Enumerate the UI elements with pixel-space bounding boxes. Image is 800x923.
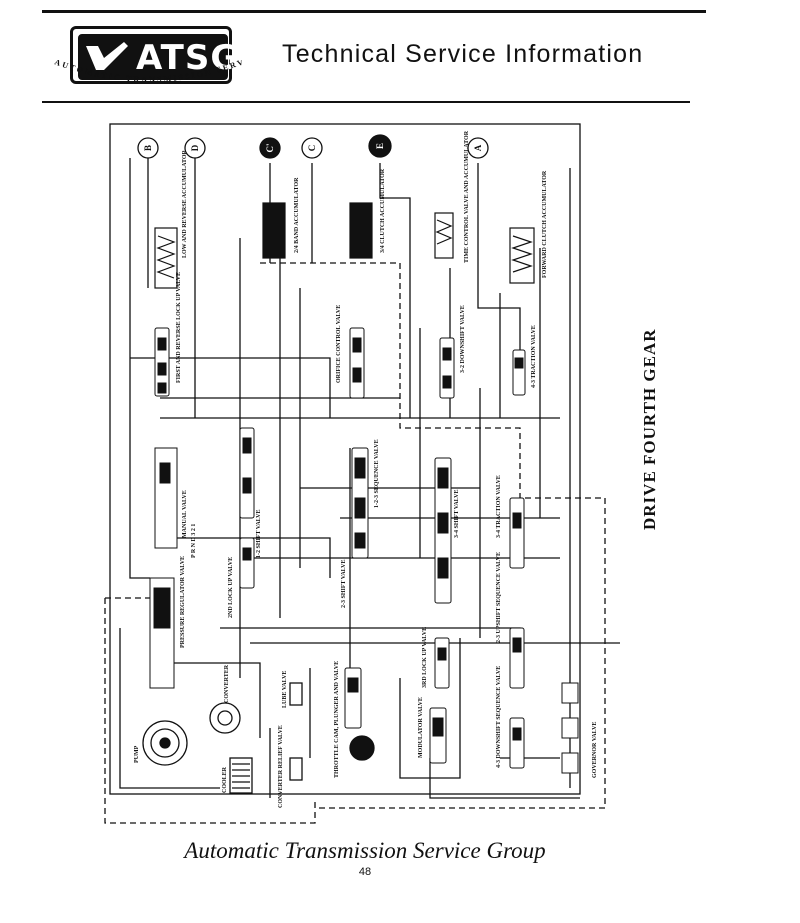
logo-tagline-arc: AUTOMATIC TRANSMISSION SERVICE GROUP [44,60,246,84]
diagram-side-title: DRIVE FOURTH GEAR [640,328,659,530]
downshift-32-valve [439,337,455,399]
clutch-34-accumulator-body [349,202,373,259]
label-lube-valve: LUBE VALVE [282,671,288,708]
header-top-rule [42,10,706,13]
label-governor-valve: GOVERNOR VALVE [592,722,598,778]
label-modulator-valve: MODULATOR VALVE [418,697,424,758]
lockup-3rd-valve [434,637,450,689]
label-shift-23-valve: 2-3 SHIFT VALVE [341,560,347,608]
svg-text:AUTOMATIC TRANSMISSION SERVICE: AUTOMATIC TRANSMISSION SERVICE GROUP [44,60,246,84]
checkmark-icon [86,42,128,70]
label-shift-34-valve: 3-4 SHIFT VALVE [454,490,460,538]
cooler-body [229,757,253,794]
logo-text: ATSG [136,38,240,78]
label-time-control-valve: TIME CONTROL VALVE AND ACCUMULATOR [464,130,470,263]
circuit-marker-d [184,137,206,159]
label-orifice-control-valve: ORIFICE CONTROL VALVE [336,305,342,383]
governor-valve-bottom [561,752,579,774]
label-manual-valve: MANUAL VALVE [182,490,188,538]
traction-34-valve [509,497,525,569]
label-first-reverse-lockup-valve: FIRST AND REVERSE LOCK UP VALVE [176,272,182,383]
marker-e-label: E [375,143,385,149]
label-pressure-regulator-valve: PRESSURE REGULATOR VALVE [180,556,186,648]
label-pump: PUMP [134,745,140,763]
label-low-reverse-accumulator: LOW AND REVERSE ACCUMULATOR [182,149,188,258]
header-bottom-rule [42,101,690,103]
label-converter-relief-valve: CONVERTER RELIEF VALVE [278,725,284,808]
label-traction-43-valve: 4-3 TRACTION VALVE [531,325,537,388]
pump-body [142,720,188,766]
lockup-2nd-valve [239,537,255,589]
marker-b-label: B [143,145,153,151]
label-cooler: COOLER [222,766,228,793]
marker-a-label: A [473,144,483,151]
logo-plate: ATSG [78,34,238,80]
lube-valve-body [289,682,303,706]
dashed-path-right [260,262,606,809]
atsg-logo: ATSG [70,26,238,84]
throttle-cam-valve [344,667,362,729]
label-forward-clutch-accumulator: FORWARD CLUTCH ACCUMULATOR [542,170,548,278]
band-24-accumulator-body [262,202,286,259]
marker-d-label: D [190,144,200,151]
label-upshift-seq-23-valve: 2-3 UPSHIFT SEQUENCE VALVE [496,552,502,643]
traction-43-valve [512,349,526,396]
marker-c-label: C [307,145,317,152]
label-lockup-2nd-valve: 2ND LOCK UP VALVE [228,557,234,618]
circuit-marker-a [467,137,489,159]
circuit-marker-b [137,137,159,159]
hydraulic-circuit-diagram: B D C' C E A [104,123,620,824]
label-prnd-positions: P R N D 3 2 1 [191,524,197,558]
circuit-marker-c [301,137,323,159]
circuit-frame [109,123,581,795]
converter-body [209,702,241,734]
label-converter: CONVERTER [224,664,230,703]
governor-valve-top [561,682,579,704]
label-sequence-123-valve: 1-2-3 SEQUENCE VALVE [374,439,380,508]
footer-company: Automatic Transmission Service Group [184,838,546,863]
page-number: 48 [358,866,372,878]
label-downshift-32-valve: 3-2 DOWNSHIFT VALVE [460,305,466,373]
logo-tagline: AUTOMATIC TRANSMISSION SERVICE GROUP [44,60,244,84]
dashed-path-left [104,598,316,824]
label-band-24-accumulator: 2/4 BAND ACCUMULATOR [294,177,300,253]
upshift-seq-23-valve [509,627,525,689]
label-throttle-cam-valve: THROTTLE CAM, PLUNGER AND VALVE [334,661,340,778]
page-title: Technical Service Information [282,40,644,68]
label-shift-12-valve: 1-2 SHIFT VALVE [256,510,262,558]
governor-valve-mid [561,717,579,739]
label-downshift-seq-43-valve: 4-3 DOWNSHIFT SEQUENCE VALVE [496,666,502,768]
marker-c-prime-label: C' [265,144,275,153]
forward-clutch-accumulator-body [509,227,535,284]
converter-relief-valve-body [289,757,303,781]
circuit-marker-c-prime [259,137,281,159]
throttle-cam-body [349,735,375,761]
downshift-seq-43-valve [509,717,525,769]
label-traction-34-valve: 3-4 TRACTION VALVE [496,475,502,538]
label-clutch-34-accumulator: 3/4 CLUTCH ACCUMULATOR [380,168,386,253]
low-reverse-accumulator-body [154,227,178,289]
circuit-marker-e [368,134,392,158]
label-lockup-3rd-valve: 3RD LOCK UP VALVE [422,627,428,688]
